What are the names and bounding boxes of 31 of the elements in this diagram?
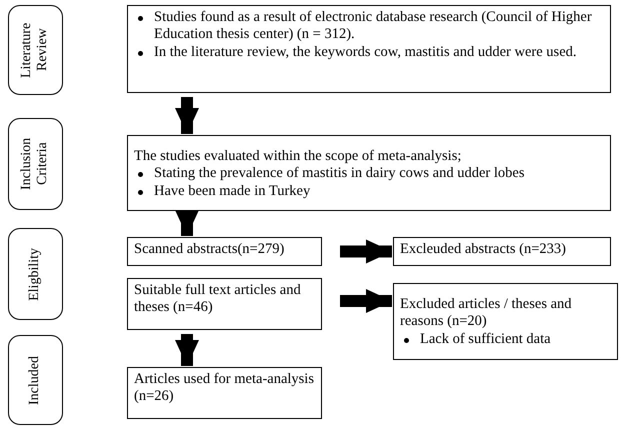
bullet-text: Stating the prevalence of mastitis in dairy cows and udder lobes bbox=[154, 165, 524, 182]
stage-box bbox=[8, 335, 63, 425]
box-text: Articles used for meta-analysis (n=26) bbox=[134, 371, 315, 406]
process-box bbox=[127, 278, 322, 330]
block-arrow bbox=[175, 97, 199, 134]
box-text: The studies evaluated within the scope of meta-analysis; bbox=[134, 148, 462, 166]
process-box bbox=[127, 237, 322, 266]
stage-label: Eligbility bbox=[27, 248, 44, 300]
block-arrow bbox=[340, 289, 392, 313]
block-arrow bbox=[175, 210, 199, 236]
process-box bbox=[127, 135, 611, 211]
process-box bbox=[393, 237, 611, 266]
process-box bbox=[393, 283, 618, 360]
block-arrow bbox=[340, 240, 392, 264]
stage-label: Literature Review bbox=[19, 21, 52, 80]
box-text: Excluded articles / theses and reasons (n=20) bbox=[400, 296, 573, 331]
bullet-text: Have been made in Turkey bbox=[154, 182, 310, 199]
stage-box bbox=[8, 118, 63, 210]
box-text: Scanned abstracts(n=279) bbox=[134, 241, 286, 258]
stage-box bbox=[8, 228, 63, 320]
stage-label: Included bbox=[27, 356, 44, 404]
bullet-text: Studies found as a result of electronic database research (Council of Higher Education thesis center) (n = 312). bbox=[154, 9, 592, 42]
block-arrow bbox=[175, 334, 199, 366]
bullet-text: In the literature review, the keywords cow, mastitis and udder were used. bbox=[154, 44, 577, 60]
stage-box bbox=[8, 5, 63, 95]
box-text: Excleuded abstracts (n=233) bbox=[400, 241, 568, 258]
process-box bbox=[127, 5, 611, 93]
process-box bbox=[127, 367, 322, 419]
bullet-text: Lack of sufficient data bbox=[420, 330, 551, 347]
stage-label: Inclusion Criteria bbox=[19, 136, 52, 192]
box-text: Suitable full text articles and theses (n=46) bbox=[134, 282, 302, 317]
